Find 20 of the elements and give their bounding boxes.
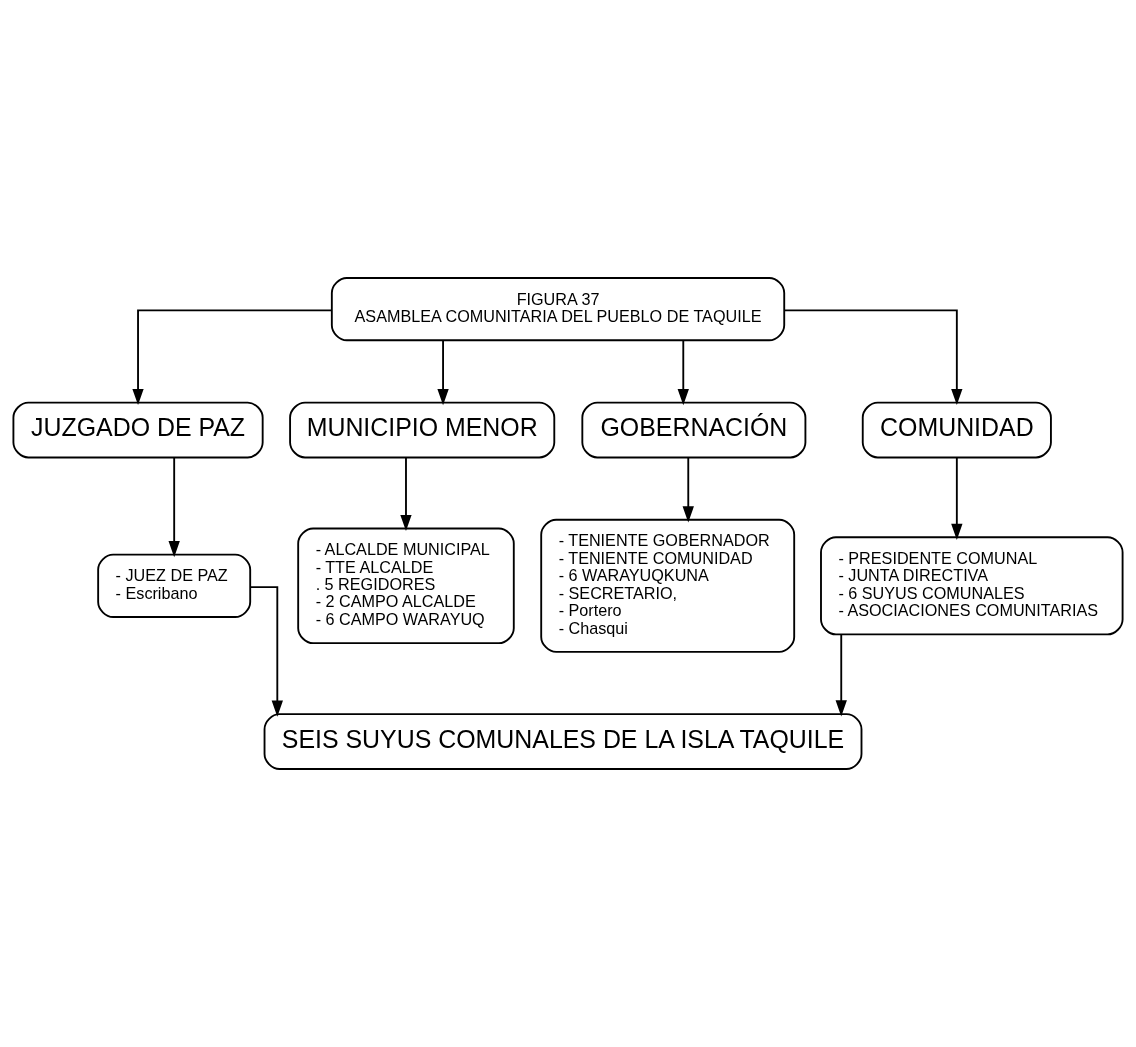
node-box: - PRESIDENTE COMUNAL - JUNTA DIRECTIVA - 6 SUYUS COMUNALES - ASOCIACIONES COMUNITARIAS [820, 536, 1124, 636]
arrow [783, 309, 963, 406]
node-box: MUNICIPIO MENOR [289, 401, 556, 459]
arrow [400, 456, 412, 532]
node-box: - TENIENTE GOBERNADOR - TENIENTE COMUNIDAD - 6 WARAYUQKUNA - SECRETARIO, - Portero - Chasqui [540, 518, 796, 653]
arrow [682, 456, 694, 523]
node-box: FIGURA 37 ASAMBLEA COMUNITARIA DEL PUEBLO DE TAQUILE [330, 277, 786, 342]
arrow [835, 633, 847, 717]
node-box: COMUNIDAD [861, 401, 1052, 459]
node-box: SEIS SUYUS COMUNALES DE LA ISLA TAQUILE [263, 713, 863, 770]
node-box: - JUEZ DE PAZ - Escribano [97, 553, 252, 618]
node-box: GOBERNACIÓN [581, 401, 807, 459]
arrow [249, 586, 283, 717]
node-box: JUZGADO DE PAZ [12, 401, 264, 459]
node-box: - ALCALDE MUNICIPAL - TTE ALCALDE . 5 REGIDORES - 2 CAMPO ALCALDE - 6 CAMPO WARAYUQ [297, 527, 515, 645]
arrow [132, 309, 333, 406]
arrow [437, 339, 449, 406]
arrow [677, 339, 689, 406]
arrow [168, 456, 180, 558]
arrow [951, 456, 963, 541]
